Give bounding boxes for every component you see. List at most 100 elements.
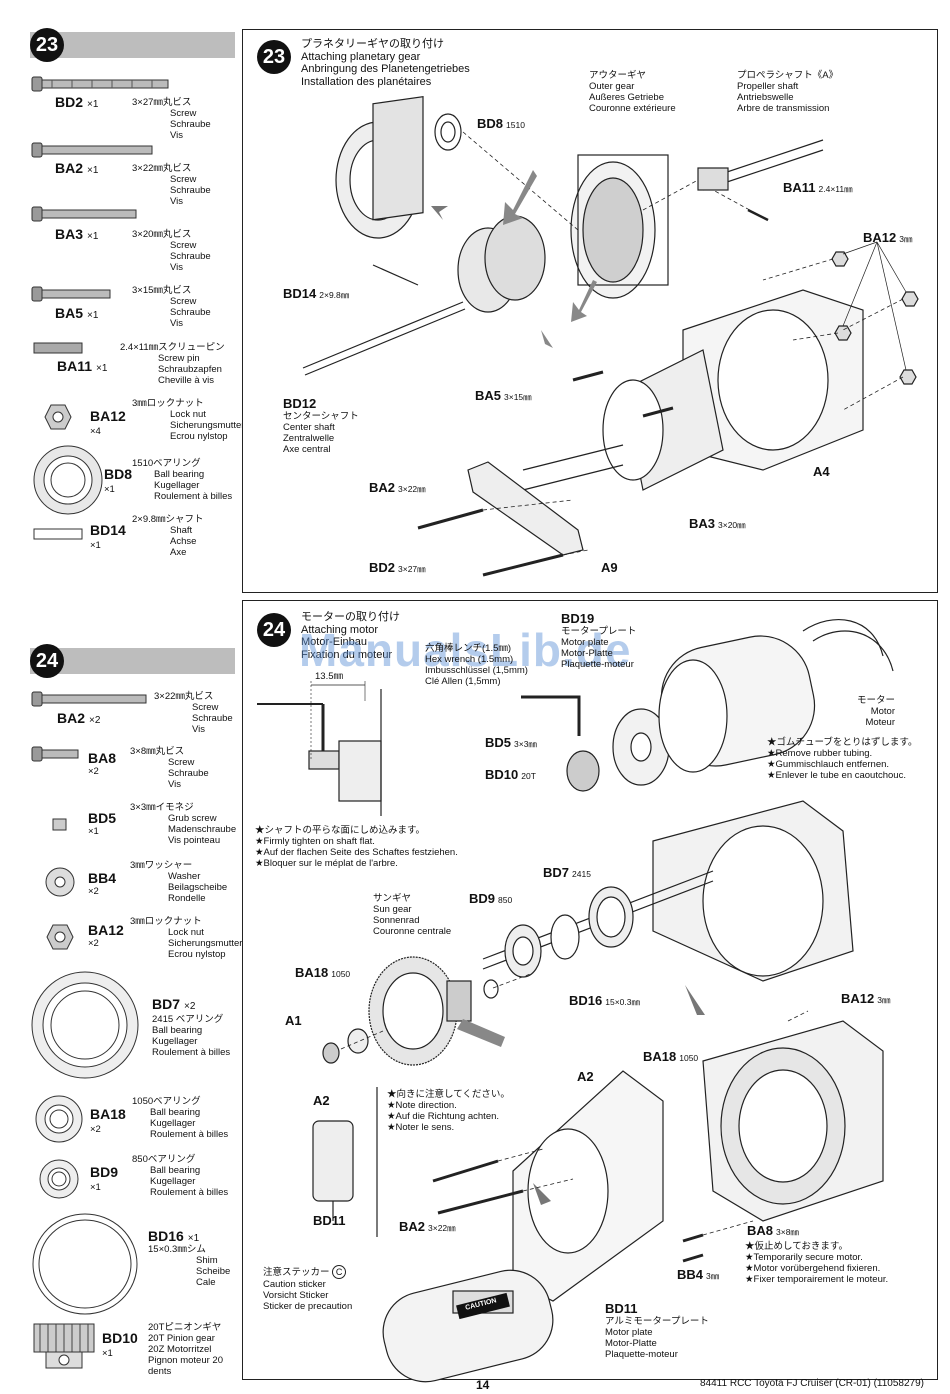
part-qty: ×1	[90, 1182, 101, 1193]
part-qty: ×1	[88, 826, 99, 837]
part-code: BD7×2	[152, 996, 196, 1012]
shim-icon	[32, 1213, 138, 1315]
shaft-icon	[33, 528, 83, 540]
ball-bearing-icon	[39, 1159, 79, 1199]
shaft-flat-note: ★シャフトの平らな面にしめ込みます。★Firmly tighten on sha…	[255, 825, 458, 869]
part-code: BD16×1	[148, 1228, 200, 1244]
part-code: BA2×1	[55, 160, 99, 176]
ball-bearing-icon	[31, 971, 139, 1079]
part-code: BB4	[88, 870, 117, 886]
part-code: BA11×1	[57, 358, 108, 374]
ball-bearing-icon	[35, 1095, 83, 1143]
a2-label-main: A2	[577, 1069, 594, 1084]
washer-icon	[45, 867, 75, 897]
temporary-secure-note: ★仮止めしておきます。★Temporarily secure motor.★Mo…	[745, 1241, 889, 1285]
step24-number: 24	[257, 613, 291, 647]
screw-icon	[31, 206, 137, 222]
screw-icon	[31, 286, 111, 302]
step24-parts-header-bar	[30, 648, 235, 674]
step23-parts-number: 23	[30, 28, 64, 62]
part-code: BD10	[102, 1330, 138, 1346]
a9-label: A9	[601, 560, 618, 575]
step23-title: プラネタリーギヤの取り付け Attaching planetary gear A…	[301, 38, 470, 88]
step24-parts-number: 24	[30, 644, 64, 678]
part-code: BA3×1	[55, 226, 99, 242]
hex-wrench-callout: 六角棒レンチ(1.5㎜)Hex wrench (1.5mm)Imbusschlü…	[425, 643, 528, 687]
watermark: ManualsLib.de	[299, 624, 632, 676]
part-code: BD14	[90, 522, 126, 538]
step24-diagram-panel: 24 モーターの取り付け Attaching motor Motor-Einba…	[242, 600, 938, 1383]
part-qty: ×1	[102, 1348, 113, 1359]
step24-exploded-drawing	[257, 618, 894, 1383]
part-code: BA8	[88, 750, 117, 766]
part-code: BA12	[88, 922, 124, 938]
part-qty: ×2	[88, 886, 99, 897]
part-qty: ×2	[90, 1124, 101, 1135]
screw-icon	[31, 76, 169, 92]
part-code: BD2×1	[55, 94, 99, 110]
step23-diagram-panel: 23 プラネタリーギヤの取り付け Attaching planetary gea…	[242, 29, 938, 593]
screw-pin-icon	[33, 342, 83, 354]
screw-icon	[31, 691, 147, 707]
part-qty: ×2	[88, 938, 99, 949]
screw-icon	[31, 142, 153, 158]
dimension-label: 13.5㎜	[315, 671, 343, 682]
part-qty: ×1	[104, 484, 115, 495]
part-code: BA12	[90, 408, 126, 424]
part-code: BA18	[90, 1106, 126, 1122]
sticker-code: C	[332, 1265, 347, 1279]
rubber-tubing-note: ★ゴムチューブをとりはずします。★Remove rubber tubing.★G…	[767, 737, 918, 781]
part-code: BD8	[104, 466, 133, 482]
product-footer: 84411 RCC Toyota FJ Cruiser (CR-01) (110…	[700, 1378, 924, 1389]
part-qty: ×1	[90, 540, 101, 551]
grub-screw-icon	[52, 818, 67, 831]
bd11-label-inset: BD11	[313, 1213, 346, 1228]
pinion-gear-icon	[33, 1323, 95, 1369]
a2-label-inset: A2	[313, 1093, 330, 1108]
lock-nut-icon	[44, 404, 72, 430]
step23-exploded-drawing	[302, 96, 919, 577]
lock-nut-icon	[46, 924, 74, 950]
screw-icon	[31, 746, 79, 762]
step23-number: 23	[257, 40, 291, 74]
part-code: BA5×1	[55, 305, 99, 321]
